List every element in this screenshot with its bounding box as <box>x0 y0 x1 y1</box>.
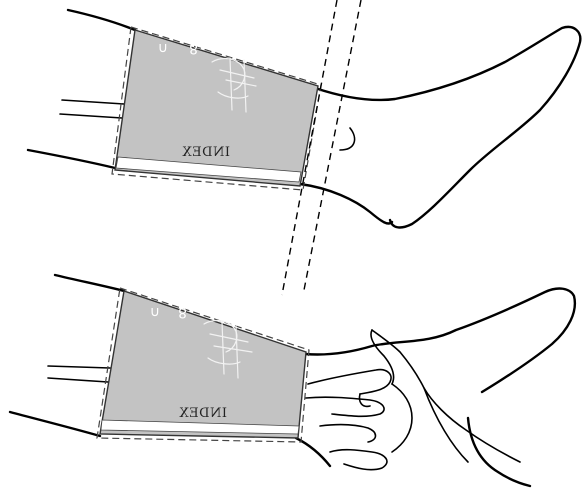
top-cuff-faint-artwork <box>211 57 257 113</box>
top-cuff-symbol: ∩ <box>158 40 168 56</box>
artery-index-lines <box>281 0 362 296</box>
top-cuff-digit: 8 <box>189 40 198 56</box>
top-panel: ∩ 8 INDEX <box>26 8 582 229</box>
bottom-cuff-digit: 8 <box>178 304 187 320</box>
top-cuff: ∩ 8 INDEX <box>111 26 322 191</box>
bottom-cuff-symbol: ∩ <box>150 304 160 320</box>
bottom-air-tube <box>47 365 111 383</box>
bottom-cuff: ∩ 8 INDEX <box>96 287 310 443</box>
bottom-leg-upper-contour <box>53 273 577 488</box>
bottom-cuff-faint-artwork <box>203 319 253 379</box>
bottom-cuff-label: INDEX <box>179 406 227 421</box>
top-air-tube <box>59 99 125 119</box>
hand-checking-fit-icon <box>305 329 521 471</box>
bottom-leg-lower-contour <box>8 410 332 468</box>
top-ankle-bone <box>339 127 356 151</box>
top-cuff-label: INDEX <box>182 145 230 160</box>
bottom-panel: ∩ 8 INDEX <box>8 273 577 488</box>
